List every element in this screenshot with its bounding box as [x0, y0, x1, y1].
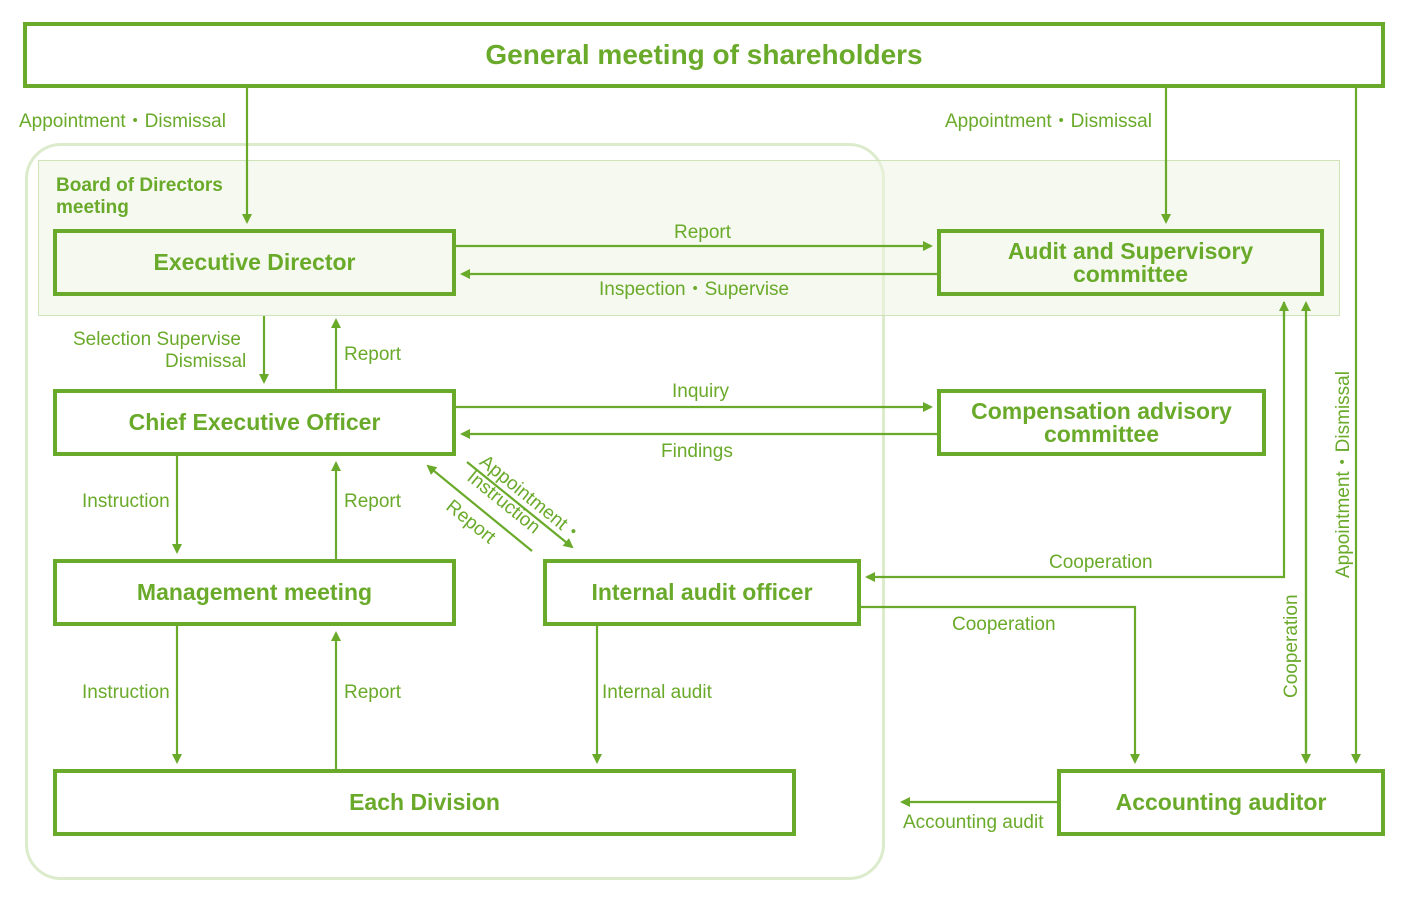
label-findings: Findings [661, 441, 733, 462]
each-division-box: Each Division [53, 769, 796, 836]
internal-audit-officer-box: Internal audit officer [543, 559, 861, 626]
label-inspection-supervise: Inspection・Supervise [599, 279, 790, 300]
label-instruction-ceo-mgmt: Instruction [82, 491, 170, 512]
label-accounting-audit: Accounting audit [903, 812, 1044, 833]
arrow-iao-report-ceo [426, 464, 533, 552]
label-appointment-dismissal-right: Appointment・Dismissal [945, 111, 1152, 132]
arrow-ceo-to-iao [466, 461, 574, 549]
executive-director-label: Executive Director [153, 249, 356, 275]
arrow-iao-coop-acct [861, 605, 1140, 764]
label-dismissal: Dismissal [165, 351, 247, 372]
accounting-auditor-label: Accounting auditor [1115, 789, 1327, 815]
general-meeting-label: General meeting of shareholders [485, 39, 923, 70]
audit-committee-label: Audit and Supervisory committee [1007, 237, 1254, 287]
general-meeting-box: General meeting of shareholders [23, 22, 1385, 88]
accounting-auditor-box: Accounting auditor [1057, 769, 1385, 836]
executive-director-box: Executive Director [53, 229, 456, 296]
ceo-box: Chief Executive Officer [53, 389, 456, 456]
label-report-exec-audit: Report [674, 222, 732, 243]
board-of-directors-title: Board of Directors meeting [56, 175, 223, 218]
each-division-label: Each Division [349, 789, 500, 815]
board-of-directors-panel [38, 160, 1340, 316]
compensation-committee-box: Compensation advisory committee [937, 389, 1266, 456]
label-selection-supervise: Selection Supervise [73, 329, 241, 350]
arrow-audit-coop-iao [865, 302, 1286, 582]
label-appointment-dismissal-left: Appointment・Dismissal [19, 111, 226, 132]
management-meeting-box: Management meeting [53, 559, 456, 626]
ceo-label: Chief Executive Officer [128, 409, 381, 435]
label-cooperation-iao-acct: Cooperation [952, 614, 1056, 635]
label-cooperation-audit-iao: Cooperation [1049, 552, 1153, 573]
label-report-mgmt-ceo: Report [344, 491, 402, 512]
label-report-div-mgmt: Report [344, 682, 402, 703]
label-report-ceo-exec: Report [344, 344, 402, 365]
management-meeting-label: Management meeting [136, 579, 373, 605]
label-instruction-mgmt-div: Instruction [82, 682, 170, 703]
label-appointment-dismissal-vertical: Appointment・Dismissal [1333, 371, 1354, 578]
label-inquiry: Inquiry [672, 381, 730, 402]
label-cooperation-vertical: Cooperation [1281, 594, 1302, 698]
compensation-committee-label: Compensation advisory committee [971, 397, 1232, 447]
internal-audit-officer-label: Internal audit officer [591, 579, 813, 605]
label-internal-audit: Internal audit [602, 682, 712, 703]
audit-committee-box: Audit and Supervisory committee [937, 229, 1324, 296]
